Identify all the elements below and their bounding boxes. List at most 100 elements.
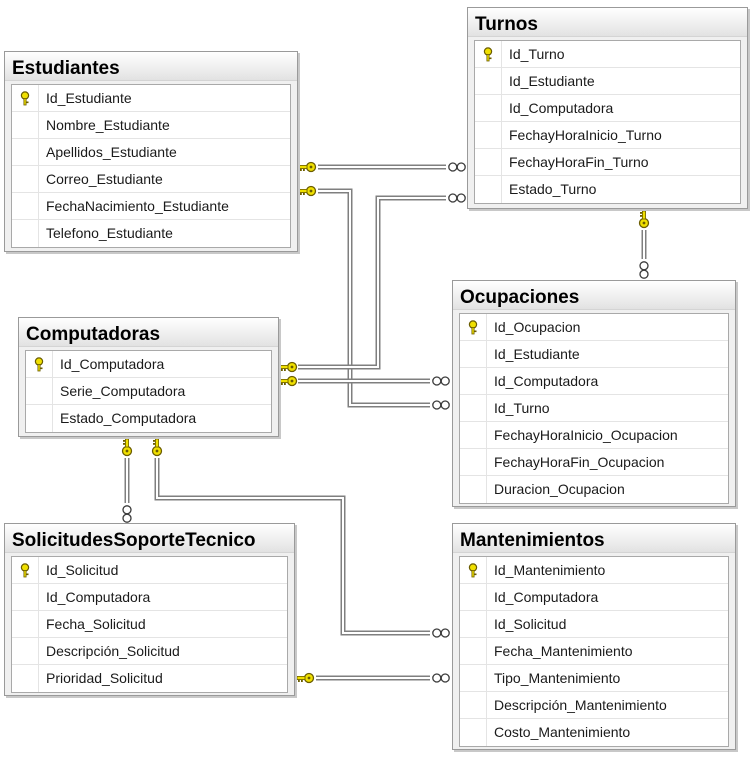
relationship-estudiantes-turnos[interactable]	[298, 161, 466, 173]
column-name: Telefono_Estudiante	[46, 225, 173, 241]
table-solicitudes-soporte-tecnico[interactable]: SolicitudesSoporteTecnico Id_Solicitud I…	[4, 523, 295, 696]
column-row[interactable]: Id_Solicitud	[12, 557, 287, 584]
column-name: Prioridad_Solicitud	[46, 670, 163, 686]
infinity-end-icon	[122, 505, 132, 523]
primary-key-icon	[468, 563, 478, 578]
column-row[interactable]: Id_Computadora	[26, 351, 271, 378]
column-row[interactable]: FechaNacimiento_Estudiante	[12, 193, 290, 220]
column-row[interactable]: Telefono_Estudiante	[12, 220, 290, 247]
key-end-icon	[151, 438, 163, 457]
infinity-end-icon	[639, 261, 649, 279]
column-name: Id_Computadora	[509, 100, 614, 116]
key-end-icon	[279, 375, 298, 387]
column-name: Descripción_Solicitud	[46, 643, 180, 659]
column-name: FechayHoraFin_Ocupacion	[494, 454, 665, 470]
relationship-computadoras-ocupaciones[interactable]	[279, 375, 450, 387]
key-end-icon	[121, 438, 133, 457]
column-name: Id_Ocupacion	[494, 319, 581, 335]
column-name: Id_Turno	[494, 400, 550, 416]
table-title: Turnos	[468, 8, 747, 37]
column-row[interactable]: Id_Estudiante	[460, 341, 728, 368]
column-name: Fecha_Mantenimiento	[494, 643, 633, 659]
column-name: FechayHoraInicio_Ocupacion	[494, 427, 678, 443]
column-grid: Id_Computadora Serie_Computadora Estado_…	[25, 350, 272, 433]
column-row[interactable]: Id_Computadora	[460, 584, 728, 611]
infinity-end-icon	[432, 400, 450, 410]
column-row[interactable]: FechayHoraFin_Ocupacion	[460, 449, 728, 476]
column-row[interactable]: Id_Estudiante	[475, 68, 740, 95]
table-title: Mantenimientos	[453, 524, 735, 553]
infinity-end-icon	[448, 162, 466, 172]
column-row[interactable]: FechayHoraInicio_Turno	[475, 122, 740, 149]
table-title: SolicitudesSoporteTecnico	[5, 524, 294, 553]
table-turnos[interactable]: Turnos Id_Turno Id_Estudiante Id_Computa…	[467, 7, 748, 209]
column-grid: Id_Turno Id_Estudiante Id_Computadora Fe…	[474, 40, 741, 204]
column-row[interactable]: Nombre_Estudiante	[12, 112, 290, 139]
table-mantenimientos[interactable]: Mantenimientos Id_Mantenimiento Id_Compu…	[452, 523, 736, 750]
column-name: FechaNacimiento_Estudiante	[46, 198, 229, 214]
column-row[interactable]: Duracion_Ocupacion	[460, 476, 728, 503]
key-end-icon	[298, 185, 317, 197]
column-name: FechayHoraInicio_Turno	[509, 127, 662, 143]
column-row[interactable]: Apellidos_Estudiante	[12, 139, 290, 166]
column-row[interactable]: Id_Turno	[460, 395, 728, 422]
column-row[interactable]: FechayHoraInicio_Ocupacion	[460, 422, 728, 449]
column-row[interactable]: Descripción_Solicitud	[12, 638, 287, 665]
column-name: Duracion_Ocupacion	[494, 481, 625, 497]
column-name: Id_Computadora	[494, 373, 599, 389]
table-estudiantes[interactable]: Estudiantes Id_Estudiante Nombre_Estudia…	[4, 51, 298, 252]
relationship-computadoras-turnos[interactable]	[279, 193, 466, 373]
column-row[interactable]: Estado_Computadora	[26, 405, 271, 432]
column-row[interactable]: Id_Turno	[475, 41, 740, 68]
column-row[interactable]: Prioridad_Solicitud	[12, 665, 287, 692]
primary-key-icon	[483, 47, 493, 62]
column-grid: Id_Solicitud Id_Computadora Fecha_Solici…	[11, 556, 288, 693]
column-name: Id_Estudiante	[494, 346, 580, 362]
column-grid: Id_Mantenimiento Id_Computadora Id_Solic…	[459, 556, 729, 747]
column-row[interactable]: Id_Mantenimiento	[460, 557, 728, 584]
column-row[interactable]: Estado_Turno	[475, 176, 740, 203]
column-row[interactable]: Correo_Estudiante	[12, 166, 290, 193]
column-row[interactable]: Id_Computadora	[12, 584, 287, 611]
column-name: Estado_Turno	[509, 181, 597, 197]
relationship-solicitudes-mantenimientos[interactable]	[296, 672, 450, 684]
column-row[interactable]: Fecha_Solicitud	[12, 611, 287, 638]
column-row[interactable]: Id_Computadora	[460, 368, 728, 395]
column-name: Id_Estudiante	[509, 73, 595, 89]
table-ocupaciones[interactable]: Ocupaciones Id_Ocupacion Id_Estudiante I…	[452, 280, 736, 507]
key-end-icon	[638, 210, 650, 229]
relationship-computadoras-solicitudes[interactable]	[121, 438, 133, 523]
table-title: Ocupaciones	[453, 281, 735, 310]
column-name: Serie_Computadora	[60, 383, 186, 399]
column-name: Id_Computadora	[46, 589, 151, 605]
column-row[interactable]: Id_Solicitud	[460, 611, 728, 638]
column-row[interactable]: Id_Ocupacion	[460, 314, 728, 341]
column-name: Id_Computadora	[60, 356, 165, 372]
relationship-computadoras-mantenimientos[interactable]	[151, 438, 450, 638]
column-row[interactable]: Serie_Computadora	[26, 378, 271, 405]
relationship-turnos-ocupaciones[interactable]	[638, 210, 650, 279]
column-name: Id_Computadora	[494, 589, 599, 605]
key-end-icon	[298, 161, 317, 173]
column-row[interactable]: Fecha_Mantenimiento	[460, 638, 728, 665]
column-row[interactable]: Tipo_Mantenimiento	[460, 665, 728, 692]
key-end-icon	[296, 672, 315, 684]
column-row[interactable]: Descripción_Mantenimiento	[460, 692, 728, 719]
relationship-estudiantes-ocupaciones[interactable]	[298, 185, 450, 410]
column-row[interactable]: Id_Estudiante	[12, 85, 290, 112]
primary-key-icon	[20, 91, 30, 106]
column-row[interactable]: Costo_Mantenimiento	[460, 719, 728, 746]
column-grid: Id_Estudiante Nombre_Estudiante Apellido…	[11, 84, 291, 248]
column-name: Id_Mantenimiento	[494, 562, 606, 578]
column-row[interactable]: Id_Computadora	[475, 95, 740, 122]
column-name: Fecha_Solicitud	[46, 616, 146, 632]
column-name: Id_Solicitud	[494, 616, 567, 632]
column-row[interactable]: FechayHoraFin_Turno	[475, 149, 740, 176]
infinity-end-icon	[448, 193, 466, 203]
table-computadoras[interactable]: Computadoras Id_Computadora Serie_Comput…	[18, 317, 279, 437]
column-name: Id_Solicitud	[46, 562, 119, 578]
table-title: Estudiantes	[5, 52, 297, 81]
column-grid: Id_Ocupacion Id_Estudiante Id_Computador…	[459, 313, 729, 504]
table-title: Computadoras	[19, 318, 278, 347]
